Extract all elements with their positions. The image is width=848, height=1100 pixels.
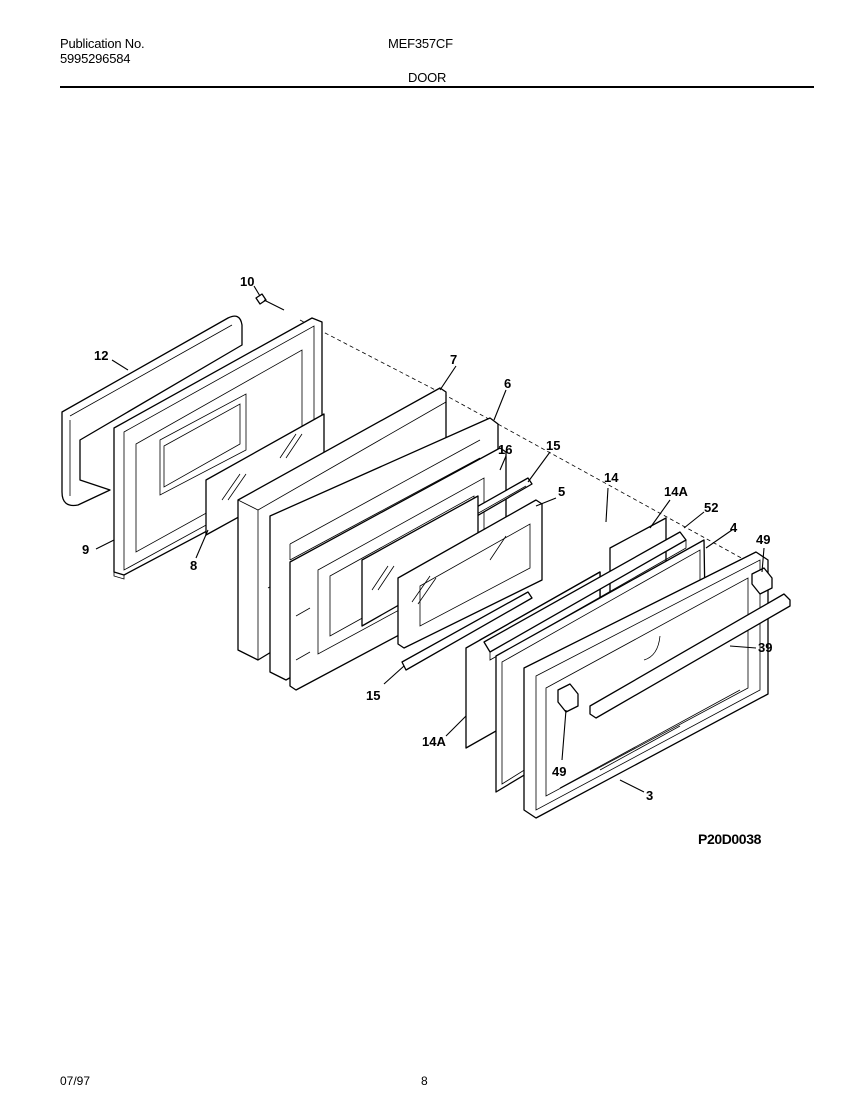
diagram-reference-code: P20D0038	[698, 831, 761, 847]
part-39-door-handle	[589, 593, 791, 719]
publication-label: Publication No.	[60, 36, 145, 51]
callout-14: 14	[604, 470, 619, 485]
callout-15-bottom: 15	[366, 688, 380, 703]
callout-15-top: 15	[546, 438, 560, 453]
callout-10: 10	[240, 274, 254, 289]
publication-number: 5995296584	[60, 51, 131, 66]
callout-49-bottom: 49	[552, 764, 566, 779]
callout-14A-bottom: 14A	[422, 734, 446, 749]
part-49-handle-cap-right	[751, 567, 773, 595]
callout-39: 39	[758, 640, 772, 655]
callout-49-right: 49	[756, 532, 770, 547]
part-10-screw	[255, 293, 285, 311]
callout-7: 7	[450, 352, 457, 367]
callout-52: 52	[704, 500, 718, 515]
footer-date: 07/97	[60, 1074, 91, 1088]
part-5-window-glass	[397, 499, 543, 649]
callout-5: 5	[558, 484, 565, 499]
part-49-handle-cap-left	[557, 683, 579, 713]
part-15-glass-bracket-bottom	[401, 591, 533, 671]
callout-14A-top: 14A	[664, 484, 688, 499]
callout-6: 6	[504, 376, 511, 391]
callout-9: 9	[82, 542, 89, 557]
leader-lines	[95, 285, 765, 793]
callout-3: 3	[646, 788, 653, 803]
footer-page-number: 8	[421, 1074, 428, 1088]
header-rule	[60, 86, 814, 88]
section-title: DOOR	[408, 70, 447, 85]
model-number: MEF357CF	[388, 36, 453, 51]
callout-12: 12	[94, 348, 108, 363]
callout-4: 4	[730, 520, 738, 535]
callout-8: 8	[190, 558, 197, 573]
part-12-gasket	[61, 315, 243, 507]
callout-16: 16	[498, 442, 512, 457]
